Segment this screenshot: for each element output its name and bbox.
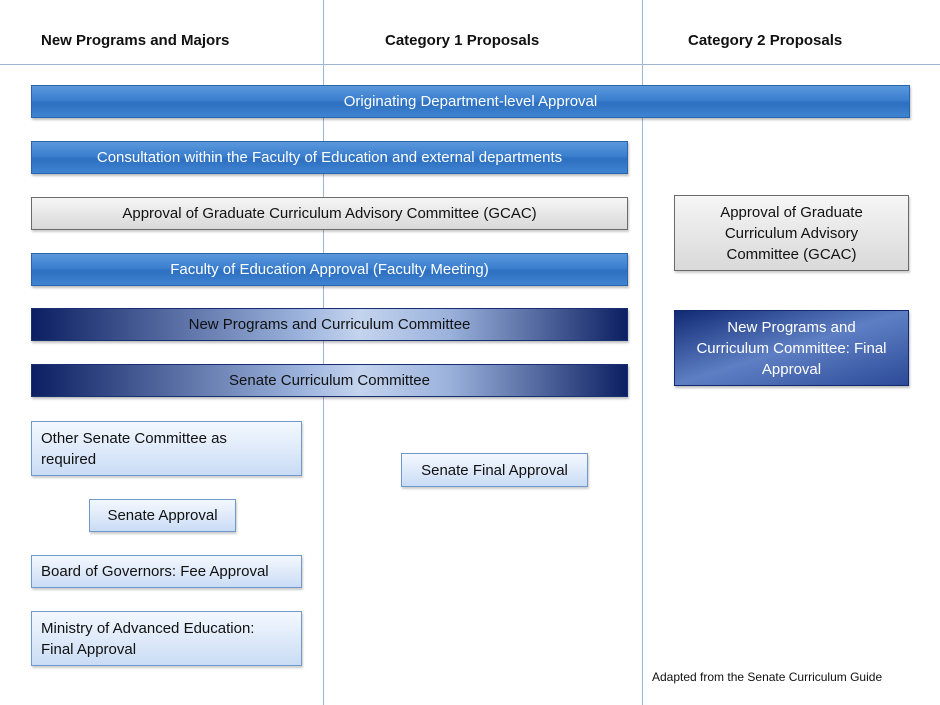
column-divider-1 [323,0,324,705]
step-label: Other Senate Committee as required [41,429,227,468]
step-label: New Programs and Curriculum Committee: F… [696,318,887,378]
step-label: Approval of Graduate Curriculum Advisory… [122,205,537,222]
step-label: Board of Governors: Fee Approval [41,563,269,580]
step-faculty-approval: Faculty of Education Approval (Faculty M… [31,253,628,286]
column-header-new-programs: New Programs and Majors [41,32,230,49]
step-label: Senate Approval [107,507,218,524]
step-label: Senate Final Approval [421,461,568,479]
step-label: Approval of Graduate Curriculum Advisory… [720,203,863,263]
step-label: New Programs and Curriculum Committee [188,316,471,333]
step-senate-approval: Senate Approval [89,499,236,532]
step-label: Ministry of Advanced Education: Final Ap… [41,619,255,658]
step-board-of-governors: Board of Governors: Fee Approval [31,555,302,588]
step-originating-approval: Originating Department-level Approval [31,85,910,118]
column-divider-2 [642,0,643,705]
step-ministry-approval: Ministry of Advanced Education: Final Ap… [31,611,302,666]
step-other-senate-committee: Other Senate Committee as required [31,421,302,476]
column-header-category-1: Category 1 Proposals [385,32,540,49]
step-label: Originating Department-level Approval [343,93,598,110]
step-label: Senate Curriculum Committee [229,372,430,389]
step-label: Consultation within the Faculty of Educa… [96,149,563,166]
step-gcac-approval: Approval of Graduate Curriculum Advisory… [31,197,628,230]
step-cat2-gcac-approval: Approval of Graduate Curriculum Advisory… [674,195,909,271]
step-consultation: Consultation within the Faculty of Educa… [31,141,628,174]
column-header-category-2: Category 2 Proposals [688,32,843,49]
step-cat2-npcc-final: New Programs and Curriculum Committee: F… [674,310,909,386]
step-new-programs-committee: New Programs and Curriculum Committee [31,308,628,341]
step-label: Faculty of Education Approval (Faculty M… [170,261,489,278]
step-senate-final-approval: Senate Final Approval [401,453,588,487]
source-credit: Adapted from the Senate Curriculum Guide [652,670,883,684]
step-senate-curriculum-committee: Senate Curriculum Committee [31,364,628,397]
header-divider [0,64,940,65]
